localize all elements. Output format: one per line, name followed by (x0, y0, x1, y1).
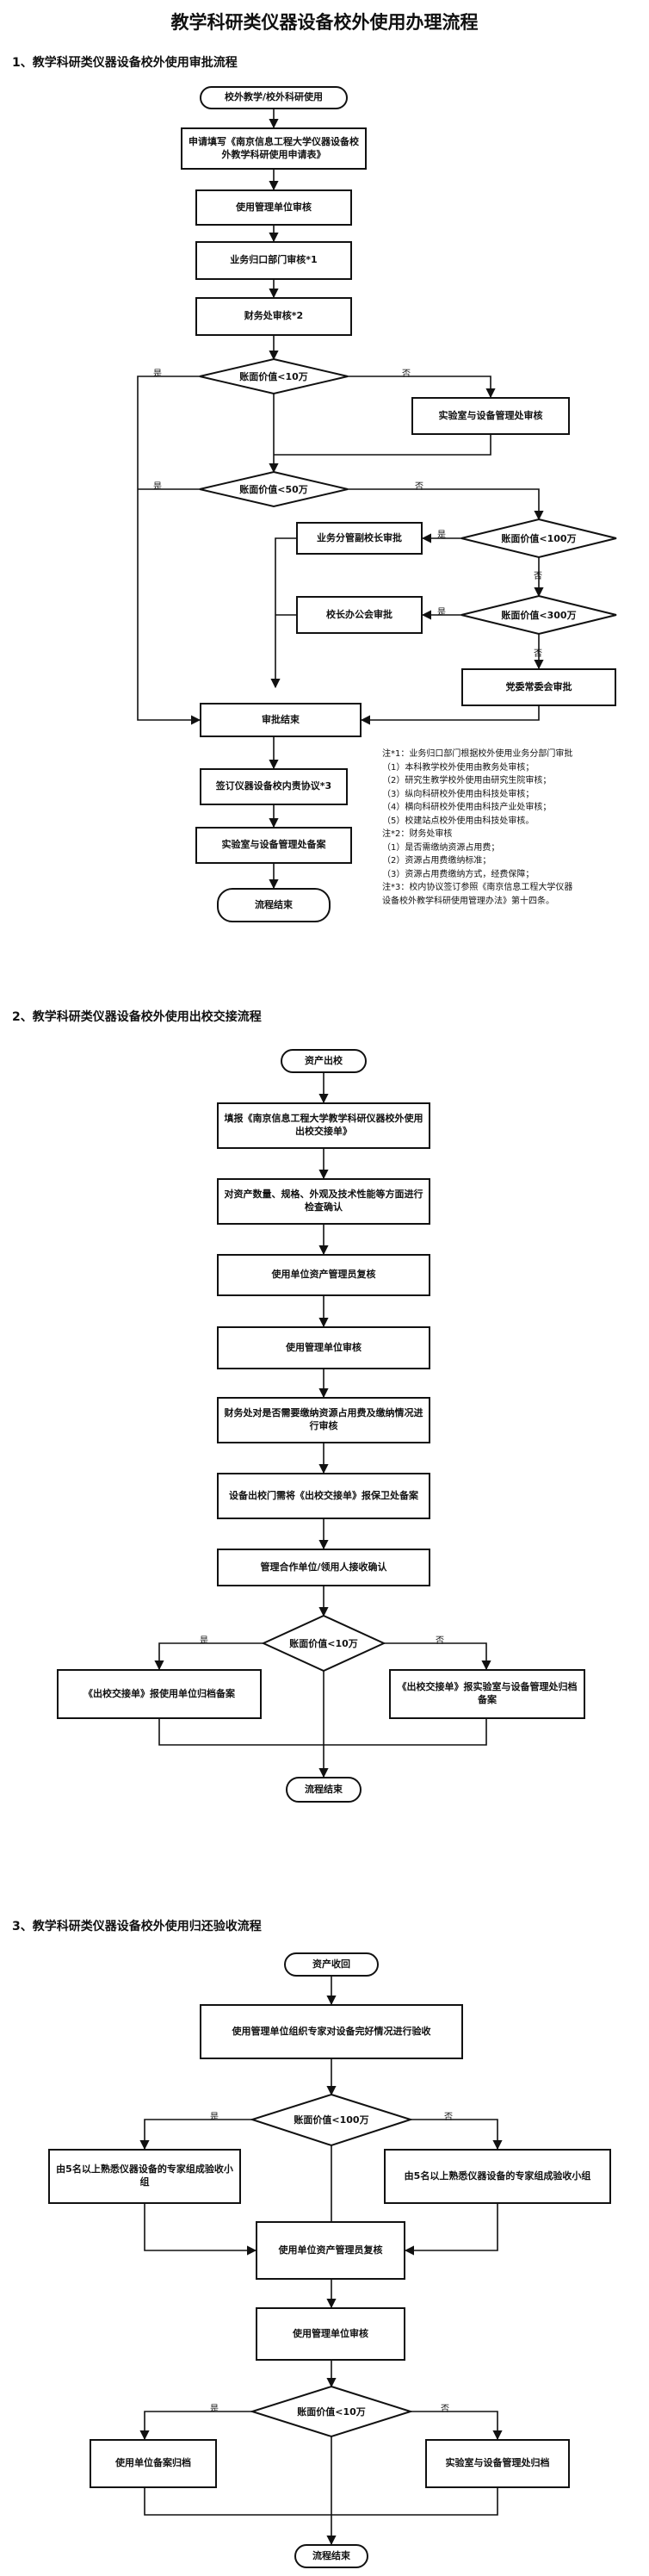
flow1-lab-record-node: 实验室与设备管理处备案 (195, 827, 352, 864)
note-line: （3）纵向科研校外使用由科技处审核； (382, 789, 535, 799)
flow2-start-node: 资产出校 (281, 1049, 367, 1073)
flow2-partner-node: 管理合作单位/领用人接收确认 (217, 1549, 430, 1586)
decision-diamond (249, 2385, 414, 2438)
decision-diamond (249, 2093, 414, 2147)
flow1-no-label: 否 (534, 572, 542, 581)
flow2-check-node: 对资产数量、规格、外观及技术性能等方面进行检查确认 (217, 1178, 430, 1225)
note-line: （2）研究生教学校外使用由研究生院审核； (382, 776, 552, 785)
flow1-finance-review-node: 财务处审核*2 (195, 297, 352, 336)
flow1-yes-label: 是 (153, 369, 162, 379)
flow2-guard-node: 设备出校门需将《出校交接单》报保卫处备案 (217, 1473, 430, 1519)
note-line: （3）资源占用费缴纳方式，经费保障； (382, 869, 535, 879)
flow2-decision-10w-label: 账面价值<10万 (289, 1638, 358, 1649)
flow3-decision-100w-label: 账面价值<100万 (294, 2114, 369, 2126)
flow2-yes-label: 是 (200, 1636, 208, 1646)
flow1-unit-review-node: 使用管理单位审核 (195, 189, 352, 226)
flow1-yes-label: 是 (437, 608, 446, 618)
note-line: 注*2：财务处审核 (382, 829, 453, 839)
flow3-decision-10w-label: 账面价值<10万 (297, 2406, 366, 2418)
flow2-finance-node: 财务处对是否需要缴纳资源占用费及缴纳情况进行审核 (217, 1397, 430, 1443)
flow1-no-label: 否 (534, 649, 542, 659)
flow1-yes-label: 是 (153, 482, 162, 492)
note-line: （1）本科教学校外使用由教务处审核； (382, 762, 535, 773)
flow1-decision-300w-label: 账面价值<300万 (501, 610, 577, 621)
flow1-approve-end-node: 审批结束 (200, 703, 362, 737)
flow3-end-node: 流程结束 (294, 2544, 368, 2568)
decision-diamond (460, 594, 617, 636)
decision-diamond (261, 1614, 386, 1673)
section-2-title: 2、教学科研类仪器设备校外使用出校交接流程 (12, 1010, 262, 1024)
flow1-apply-node: 申请填写《南京信息工程大学仪器设备校外教学科研使用申请表》 (181, 127, 367, 170)
decision-diamond (460, 518, 617, 559)
decision-diamond (199, 357, 349, 395)
flow3-asset-admin-node: 使用单位资产管理员复核 (256, 2221, 405, 2280)
flow1-start-node: 校外教学/校外科研使用 (200, 86, 348, 109)
section-3-title: 3、教学科研类仪器设备校外使用归还验收流程 (12, 1920, 262, 1934)
flow1-dept-review-node: 业务归口部门审核*1 (195, 241, 352, 280)
page-title: 教学科研类仪器设备校外使用办理流程 (170, 12, 479, 33)
flow2-fill-node: 填报《南京信息工程大学教学科研仪器校外使用出校交接单》 (217, 1102, 430, 1149)
section-1-title: 1、教学科研类仪器设备校外使用审批流程 (12, 56, 238, 70)
flow1-president-office-node: 校长办公会审批 (296, 596, 423, 634)
flow3-right-group-node: 由5名以上熟悉仪器设备的专家组成验收小组 (384, 2149, 611, 2204)
note-line: （5）校建站点校外使用由科技处审核。 (382, 816, 535, 826)
flow1-decision-50w-label: 账面价值<50万 (239, 484, 308, 495)
flow1-yes-label: 是 (437, 531, 446, 540)
flow1-end-node: 流程结束 (217, 888, 331, 922)
flow2-left-archive-node: 《出校交接单》报使用单位归档备案 (57, 1669, 262, 1719)
flow1-no-label: 否 (415, 482, 423, 492)
flow2-no-label: 否 (436, 1636, 444, 1646)
flow1-decision-100w-label: 账面价值<100万 (501, 533, 577, 544)
flow3-start-node: 资产收回 (284, 1952, 379, 1977)
note-line: 注*3：校内协议签订参照《南京信息工程大学仪器 (382, 883, 573, 892)
note-line: （2）资源占用费缴纳标准； (382, 856, 491, 866)
flow1-lab-review-node: 实验室与设备管理处审核 (411, 397, 570, 435)
flow2-end-node: 流程结束 (286, 1777, 362, 1803)
note-line: 注*1：业务归口部门根据校外使用业务分部门审批 (382, 749, 573, 759)
note-line: 设备校外教学科研使用管理办法》第十四条。 (382, 896, 554, 906)
flow1-party-committee-node: 党委常委会审批 (461, 668, 616, 706)
decision-diamond (199, 470, 349, 508)
flow1-footnotes: 注*1：业务归口部门根据校外使用业务分部门审批 （1）本科教学校外使用由教务处审… (382, 748, 640, 908)
flow1-sign-node: 签订仪器设备校内责协议*3 (200, 768, 348, 805)
flow3-right-archive-node: 实验室与设备管理处归档 (425, 2439, 570, 2488)
flow2-unit-review-node: 使用管理单位审核 (217, 1326, 430, 1369)
flow3-inspect-node: 使用管理单位组织专家对设备完好情况进行验收 (200, 2004, 463, 2059)
flow3-yes-label: 是 (210, 2405, 219, 2414)
flow2-right-archive-node: 《出校交接单》报实验室与设备管理处归档备案 (389, 1669, 585, 1719)
note-line: （1）是否需缴纳资源占用费； (382, 842, 500, 853)
flow3-yes-label: 是 (210, 2113, 219, 2122)
flow1-vp-approve-node: 业务分管副校长审批 (296, 522, 423, 555)
note-line: （4）横向科研校外使用由科技产业处审核； (382, 803, 552, 812)
flow3-no-label: 否 (444, 2113, 453, 2122)
flow3-left-archive-node: 使用单位备案归档 (90, 2439, 217, 2488)
flow3-no-label: 否 (441, 2405, 449, 2414)
flow3-left-group-node: 由5名以上熟悉仪器设备的专家组成验收小组 (48, 2149, 241, 2204)
flow3-unit-review-node: 使用管理单位审核 (256, 2307, 405, 2361)
flow2-asset-admin-node: 使用单位资产管理员复核 (217, 1254, 430, 1296)
flow1-decision-10w-label: 账面价值<10万 (239, 371, 308, 382)
flow1-no-label: 否 (402, 369, 411, 379)
